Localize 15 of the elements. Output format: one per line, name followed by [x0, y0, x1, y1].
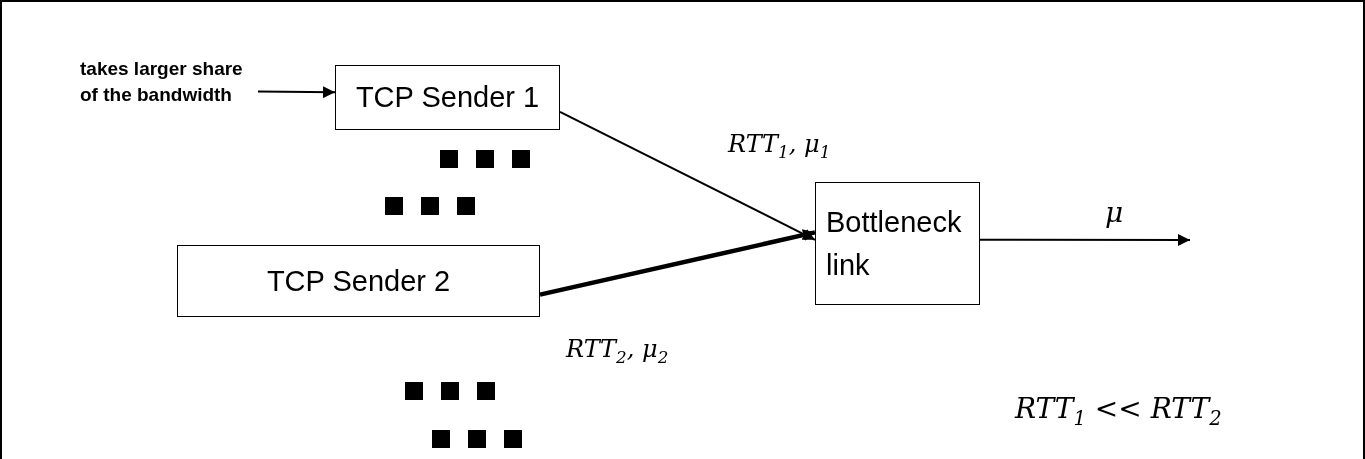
box-label: TCP Sender 2: [266, 263, 451, 299]
arrow: [257, 86, 336, 99]
process-box: [335, 65, 560, 130]
process-box: [177, 245, 540, 317]
process-box: [815, 182, 980, 305]
edge-label: RTT$_{2}$, μ$_{2}$: [566, 335, 669, 367]
note-text: RTT$_{1}$ << RTT$_{2}$: [1015, 392, 1222, 430]
arrow: [559, 110, 816, 241]
annotation-text: takes larger share of the bandwidth: [80, 42, 248, 122]
arrow: [539, 229, 816, 297]
box-label: TCP Sender 1: [355, 80, 540, 116]
arrow: [979, 234, 1191, 246]
edge-label: RTT$_{1}$, μ$_{1}$: [728, 130, 831, 162]
edge-label: μ: [1105, 196, 1124, 229]
box-label: Bottleneck link: [826, 205, 963, 283]
